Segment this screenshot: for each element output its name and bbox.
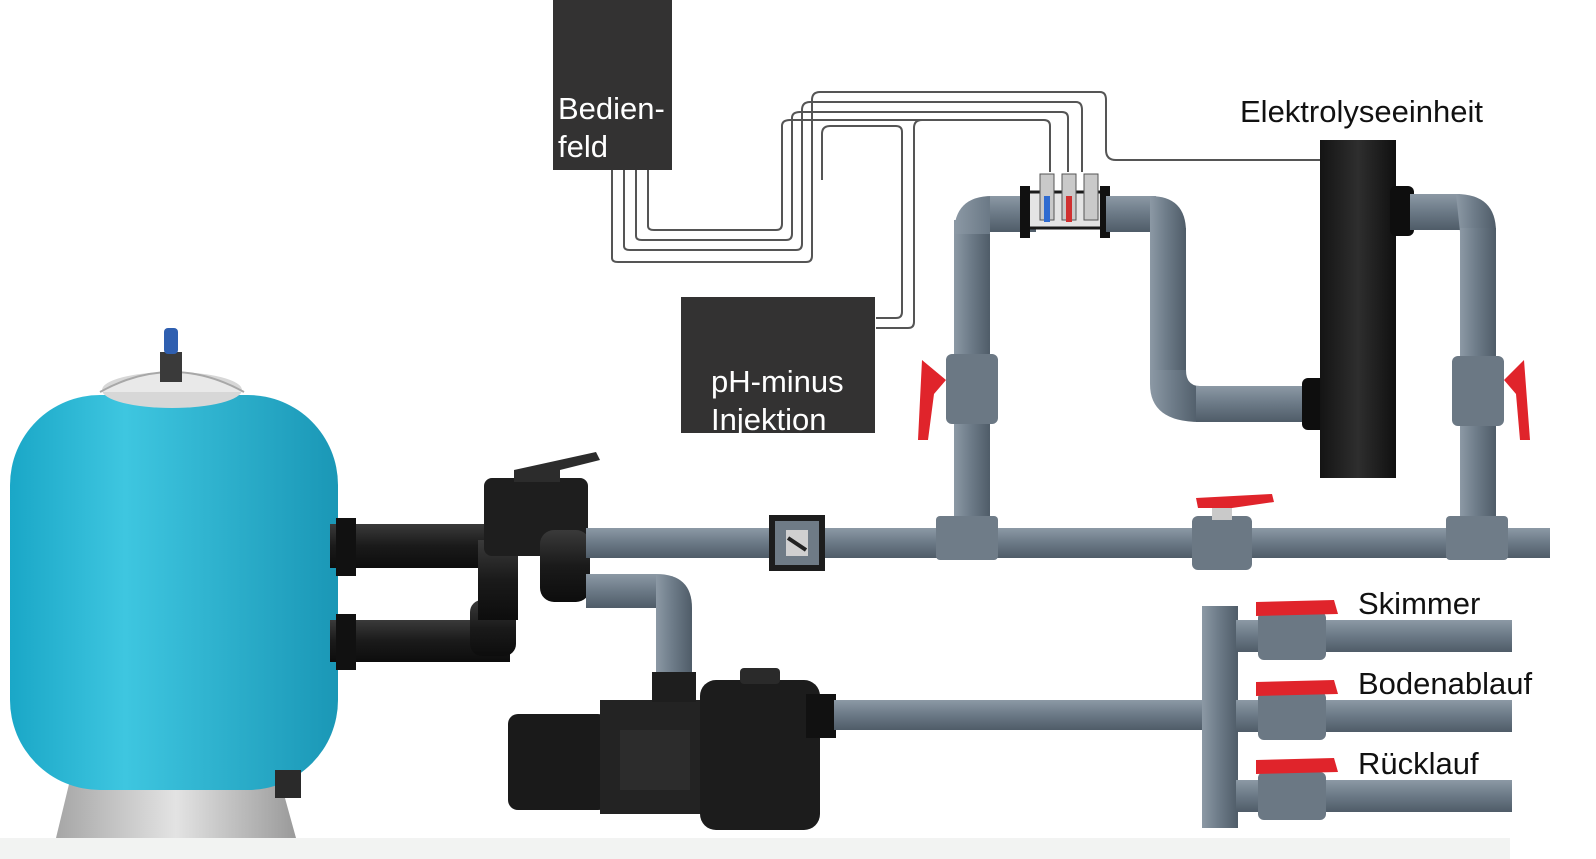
ball-valve-main-line: [1192, 494, 1274, 570]
skimmer-label: Skimmer: [1358, 586, 1481, 621]
pump: [508, 668, 836, 830]
valve-handle-icon: [1256, 600, 1338, 616]
pump-discharge-pipe: [834, 700, 1214, 730]
control-panel-label: Bedien- feld: [558, 91, 665, 164]
manifold-to-cell-pipe: [1106, 196, 1326, 430]
valve-handle-icon: [1504, 360, 1530, 440]
valve-handle-icon: [1256, 680, 1338, 696]
valve-handle-icon: [918, 360, 946, 440]
air-release-knob-icon: [164, 328, 178, 354]
floor-drain-label: Bodenablauf: [1358, 666, 1533, 701]
return-line-label: Rücklauf: [1358, 746, 1479, 781]
ball-valve-skimmer: [1256, 600, 1338, 660]
ph-injection-box: pH-minus Injektion: [681, 297, 875, 437]
sand-filter-tank: [10, 328, 338, 838]
electrolysis-cell: [1320, 140, 1414, 478]
ball-valve-floor-drain: [1256, 680, 1338, 740]
bypass-right-riser: [1410, 194, 1508, 560]
ball-valve-left-riser: [918, 360, 946, 440]
electrolysis-unit-label: Elektrolyseeinheit: [1240, 94, 1483, 129]
distribution-manifold: [1202, 606, 1512, 828]
main-return-pipe: [586, 528, 1550, 558]
valve-handle-icon: [1196, 494, 1274, 508]
ball-valve-return: [1256, 758, 1338, 820]
bypass-left-riser: [936, 196, 1026, 560]
ball-valve-right-riser: [1504, 360, 1530, 440]
control-panel-box: Bedien- feld: [553, 0, 672, 170]
check-valve: [769, 515, 825, 571]
control-wires: [611, 91, 1320, 329]
pump-suction-pipe: [586, 574, 692, 680]
ph-injection-label: pH-minus Injektion: [711, 364, 844, 437]
floor-strip: [0, 838, 1510, 859]
valve-handle-icon: [1256, 758, 1338, 774]
sensor-manifold: [990, 173, 1110, 238]
multiport-valve: [484, 452, 600, 602]
